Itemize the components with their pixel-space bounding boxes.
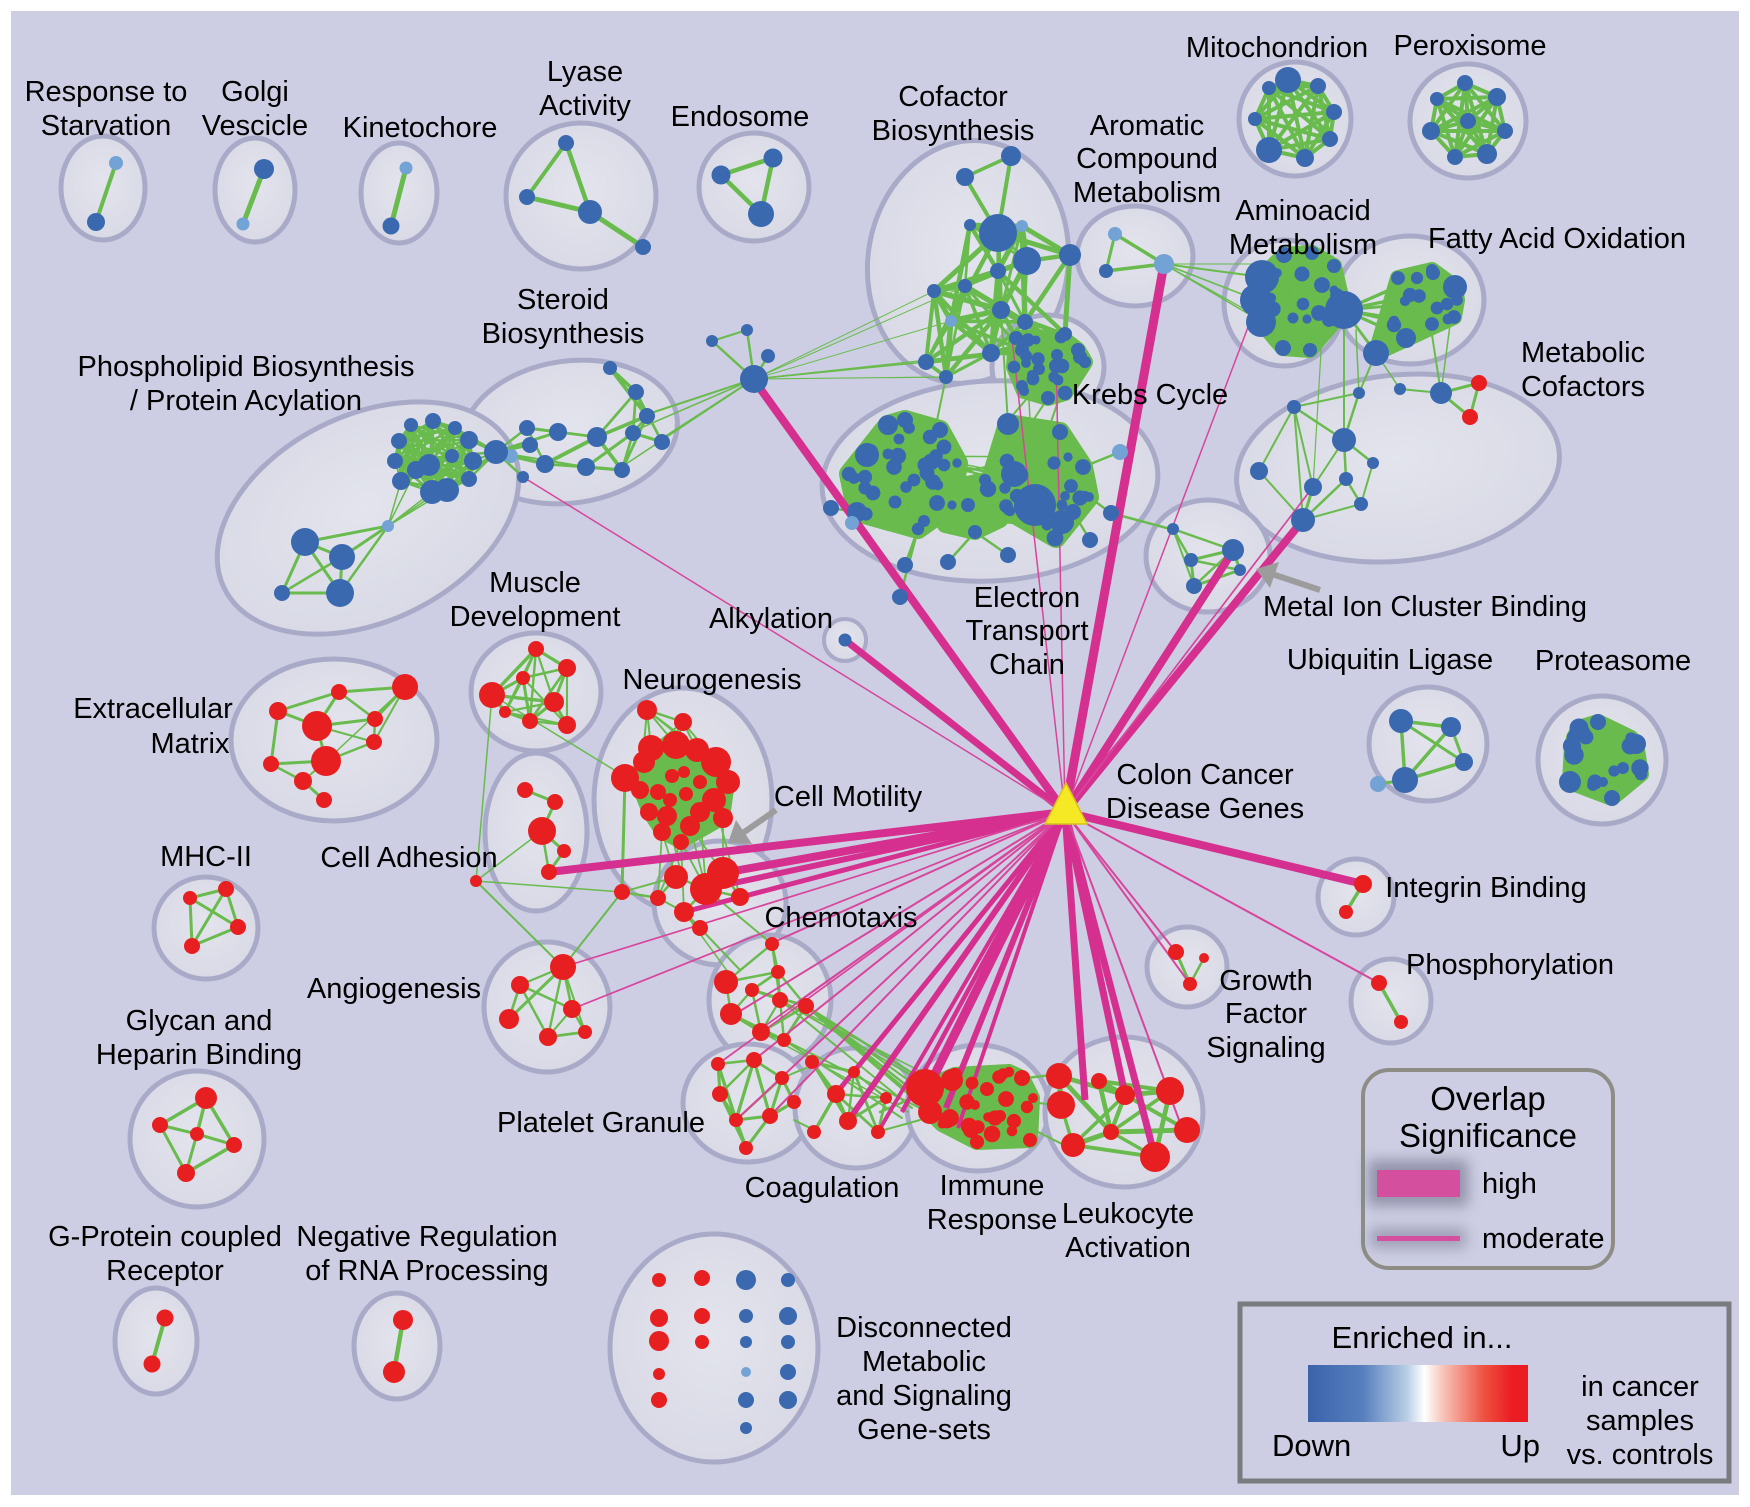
svg-text:Chain: Chain	[989, 649, 1065, 681]
svg-text:Leukocyte: Leukocyte	[1062, 1198, 1194, 1230]
svg-text:Electron: Electron	[974, 582, 1080, 614]
svg-text:Cell Adhesion: Cell Adhesion	[320, 842, 497, 874]
svg-text:Disease Genes: Disease Genes	[1106, 793, 1304, 825]
svg-text:vs. controls: vs. controls	[1567, 1439, 1714, 1471]
svg-text:Negative Regulation: Negative Regulation	[296, 1221, 557, 1253]
svg-text:Immune: Immune	[940, 1170, 1045, 1202]
svg-text:Krebs Cycle: Krebs Cycle	[1072, 379, 1228, 411]
svg-text:Vescicle: Vescicle	[202, 110, 308, 142]
svg-text:Response: Response	[927, 1204, 1058, 1236]
svg-text:Significance: Significance	[1399, 1117, 1577, 1154]
svg-text:Phosphorylation: Phosphorylation	[1406, 949, 1614, 981]
svg-text:Steroid: Steroid	[517, 284, 609, 316]
svg-text:Disconnected: Disconnected	[836, 1312, 1012, 1344]
svg-text:Biosynthesis: Biosynthesis	[872, 115, 1035, 147]
svg-text:Transport: Transport	[965, 615, 1088, 647]
svg-text:Cofactor: Cofactor	[898, 81, 1008, 113]
svg-text:Extracellular: Extracellular	[73, 693, 233, 725]
svg-text:Alkylation: Alkylation	[709, 603, 833, 635]
svg-text:Compound: Compound	[1076, 143, 1218, 175]
svg-text:Matrix: Matrix	[151, 728, 230, 760]
svg-text:Activation: Activation	[1065, 1232, 1191, 1264]
svg-text:Starvation: Starvation	[41, 110, 172, 142]
svg-text:Receptor: Receptor	[106, 1255, 224, 1287]
svg-text:Angiogenesis: Angiogenesis	[307, 973, 481, 1005]
svg-text:Lyase: Lyase	[547, 56, 623, 88]
svg-text:Response to: Response to	[25, 76, 188, 108]
svg-text:Integrin Binding: Integrin Binding	[1385, 872, 1587, 904]
svg-text:Phospholipid Biosynthesis: Phospholipid Biosynthesis	[78, 351, 415, 383]
svg-text:Enriched in...: Enriched in...	[1332, 1320, 1513, 1355]
svg-text:Down: Down	[1272, 1428, 1351, 1463]
svg-text:Aminoacid: Aminoacid	[1235, 195, 1370, 227]
svg-text:Colon Cancer: Colon Cancer	[1116, 759, 1294, 791]
svg-text:MHC-II: MHC-II	[160, 841, 252, 873]
svg-text:Metabolism: Metabolism	[1229, 229, 1377, 261]
svg-text:Aromatic: Aromatic	[1090, 110, 1204, 142]
svg-text:Cofactors: Cofactors	[1521, 371, 1645, 403]
svg-text:moderate: moderate	[1482, 1223, 1605, 1255]
svg-text:samples: samples	[1586, 1405, 1694, 1437]
svg-text:Metabolic: Metabolic	[1521, 337, 1645, 369]
svg-text:Mitochondrion: Mitochondrion	[1186, 32, 1368, 64]
svg-text:Overlap: Overlap	[1430, 1080, 1546, 1117]
svg-text:Muscle: Muscle	[489, 567, 581, 599]
svg-text:Peroxisome: Peroxisome	[1393, 30, 1546, 62]
svg-text:G-Protein coupled: G-Protein coupled	[48, 1221, 282, 1253]
svg-text:in cancer: in cancer	[1581, 1371, 1699, 1403]
svg-text:Platelet Granule: Platelet Granule	[497, 1107, 705, 1139]
svg-text:/ Protein Acylation: / Protein Acylation	[130, 385, 362, 417]
svg-text:Heparin Binding: Heparin Binding	[96, 1039, 302, 1071]
svg-text:of RNA Processing: of RNA Processing	[305, 1255, 548, 1287]
svg-text:Kinetochore: Kinetochore	[343, 112, 498, 144]
svg-text:Fatty Acid Oxidation: Fatty Acid Oxidation	[1428, 223, 1686, 255]
svg-text:Activity: Activity	[539, 90, 631, 122]
svg-text:Coagulation: Coagulation	[745, 1172, 900, 1204]
svg-text:Endosome: Endosome	[671, 101, 810, 133]
svg-text:Metabolism: Metabolism	[1073, 177, 1221, 209]
svg-text:high: high	[1482, 1168, 1537, 1200]
svg-text:Glycan and: Glycan and	[126, 1005, 273, 1037]
svg-text:Signaling: Signaling	[1206, 1032, 1325, 1064]
svg-text:Growth: Growth	[1219, 965, 1312, 997]
svg-text:Proteasome: Proteasome	[1535, 645, 1691, 677]
svg-text:and Signaling: and Signaling	[836, 1380, 1012, 1412]
svg-text:Factor: Factor	[1225, 998, 1308, 1030]
svg-text:Gene-sets: Gene-sets	[857, 1414, 991, 1446]
svg-text:Metabolic: Metabolic	[862, 1346, 986, 1378]
svg-text:Neurogenesis: Neurogenesis	[623, 664, 802, 696]
svg-text:Chemotaxis: Chemotaxis	[764, 902, 917, 934]
svg-text:Cell Motility: Cell Motility	[774, 781, 923, 813]
svg-text:Metal Ion Cluster Binding: Metal Ion Cluster Binding	[1263, 591, 1587, 623]
svg-text:Biosynthesis: Biosynthesis	[482, 318, 645, 350]
svg-text:Up: Up	[1500, 1428, 1540, 1463]
svg-text:Development: Development	[450, 601, 621, 633]
svg-text:Golgi: Golgi	[221, 76, 289, 108]
svg-text:Ubiquitin Ligase: Ubiquitin Ligase	[1287, 644, 1493, 676]
